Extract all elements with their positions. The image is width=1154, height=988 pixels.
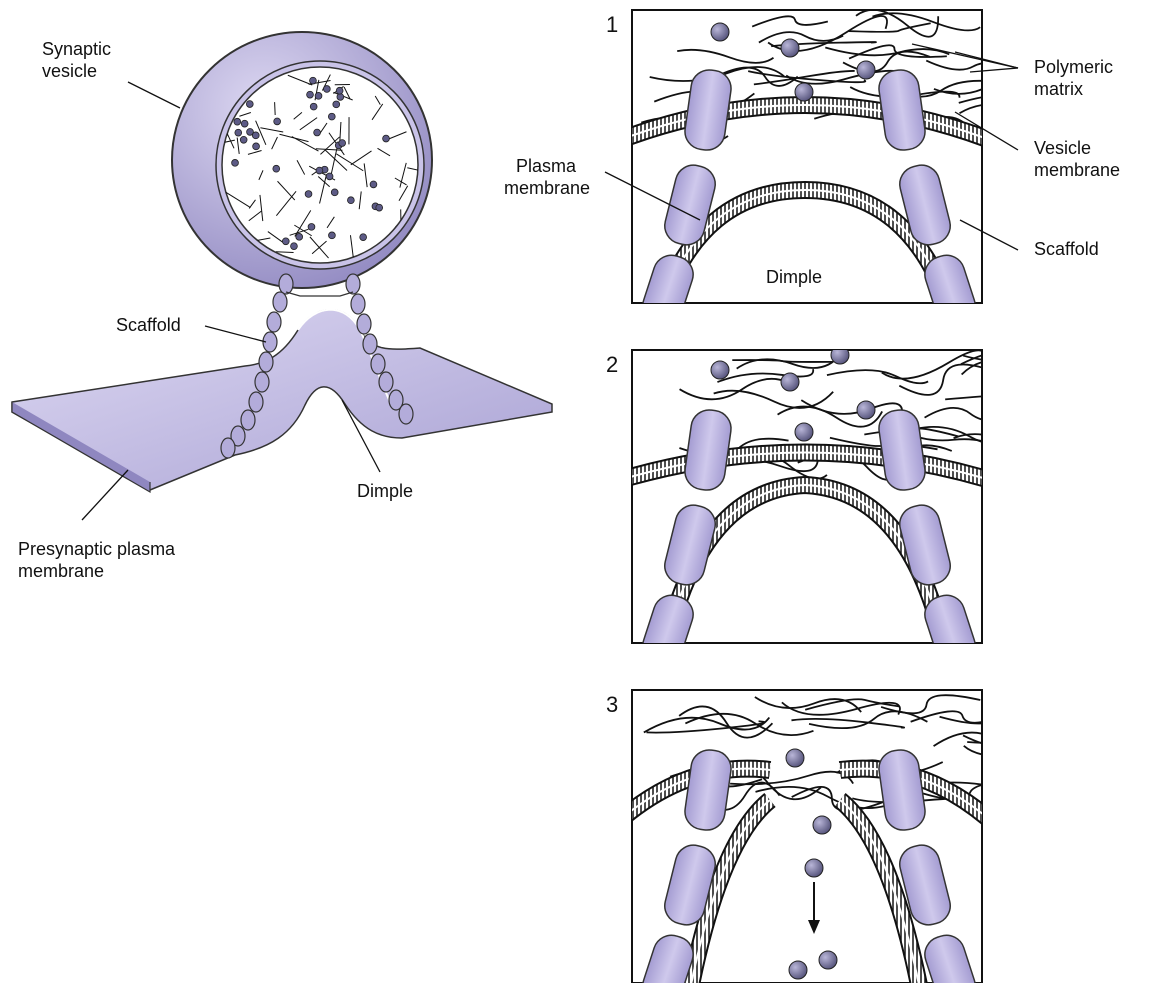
molecule <box>711 23 729 41</box>
vesicle-molecule <box>326 173 333 180</box>
molecule <box>819 951 837 969</box>
vesicle-molecule <box>307 91 314 98</box>
scaffold-bead <box>371 354 385 374</box>
label-plasma-membrane-line1: Plasma <box>516 155 576 177</box>
vesicle-molecule <box>336 87 343 94</box>
vesicle-molecule <box>296 233 303 240</box>
label-vesicle-membrane-line1: Vesicle <box>1034 137 1091 159</box>
vesicle-molecule <box>337 94 344 101</box>
label-presynaptic-line1: Presynaptic plasma <box>18 538 175 560</box>
label-scaffold-right: Scaffold <box>1034 238 1099 260</box>
scaffold-bead <box>255 372 269 392</box>
vesicle-molecule <box>376 204 383 211</box>
vesicle-molecule <box>331 189 338 196</box>
vesicle-molecule <box>339 140 346 147</box>
scaffold-bead <box>267 312 281 332</box>
vesicle-molecule <box>235 129 242 136</box>
vesicle-molecule <box>310 77 317 84</box>
panel-number-3: 3 <box>606 692 618 718</box>
scaffold-bead <box>273 292 287 312</box>
panel-number-2: 2 <box>606 352 618 378</box>
vesicle-molecule <box>383 135 390 142</box>
vesicle-molecule <box>273 165 280 172</box>
molecule <box>781 373 799 391</box>
label-scaffold-left: Scaffold <box>116 314 181 336</box>
label-presynaptic-line2: membrane <box>18 560 104 582</box>
molecule <box>786 749 804 767</box>
vesicle-molecule <box>240 136 247 143</box>
panel-3 <box>620 690 1080 983</box>
vesicle-molecule <box>333 101 340 108</box>
molecule <box>795 83 813 101</box>
molecule <box>711 361 729 379</box>
molecule <box>813 816 831 834</box>
vesicle-molecule <box>323 86 330 93</box>
scaffold-bead <box>357 314 371 334</box>
label-dimple-panel1: Dimple <box>766 266 822 288</box>
scaffold-bead <box>241 410 255 430</box>
molecule <box>789 961 807 979</box>
panel-1 <box>620 10 1080 330</box>
panel-number-1: 1 <box>606 12 618 38</box>
vesicle-molecule <box>314 129 321 136</box>
vesicle-molecule <box>253 143 260 150</box>
vesicle-molecule <box>252 132 259 139</box>
scaffold-bead <box>379 372 393 392</box>
vesicle-molecule <box>328 113 335 120</box>
vesicle-molecule <box>274 118 281 125</box>
scaffold-bead <box>279 274 293 294</box>
molecule <box>857 401 875 419</box>
presynaptic-sheet <box>12 310 552 492</box>
vesicle-molecule <box>282 238 289 245</box>
label-plasma-membrane-line2: membrane <box>504 177 590 199</box>
vesicle-molecule <box>347 197 354 204</box>
scaffold-bead <box>259 352 273 372</box>
label-vesicle-membrane-line2: membrane <box>1034 159 1120 181</box>
vesicle-molecule <box>370 181 377 188</box>
panel-2 <box>620 346 1085 669</box>
label-synaptic-vesicle-line1: Synaptic <box>42 38 111 60</box>
vesicle-molecule <box>291 243 298 250</box>
vesicle-molecule <box>246 101 253 108</box>
vesicle-molecule <box>360 234 367 241</box>
molecule <box>781 39 799 57</box>
scaffold-bead <box>221 438 235 458</box>
vesicle-molecule <box>234 118 241 125</box>
label-synaptic-vesicle-line2: vesicle <box>42 60 97 82</box>
label-dimple-left: Dimple <box>357 480 413 502</box>
molecule <box>831 346 849 364</box>
vesicle-molecule <box>329 232 336 239</box>
vesicle-molecule <box>305 191 312 198</box>
vesicle-molecule <box>315 92 322 99</box>
vesicle-molecule <box>308 223 315 230</box>
vesicle-molecule <box>232 159 239 166</box>
scaffold-bead <box>346 274 360 294</box>
scaffold-bead <box>249 392 263 412</box>
vesicle-molecule <box>310 103 317 110</box>
scaffold-bead <box>351 294 365 314</box>
label-polymeric-matrix-line1: Polymeric <box>1034 56 1113 78</box>
molecule <box>795 423 813 441</box>
molecule <box>805 859 823 877</box>
scaffold-bead <box>363 334 377 354</box>
scaffold-bead <box>399 404 413 424</box>
label-polymeric-matrix-line2: matrix <box>1034 78 1083 100</box>
synaptic-vesicle <box>172 32 432 288</box>
vesicle-molecule <box>241 120 248 127</box>
vesicle-molecule <box>316 167 323 174</box>
molecule <box>857 61 875 79</box>
